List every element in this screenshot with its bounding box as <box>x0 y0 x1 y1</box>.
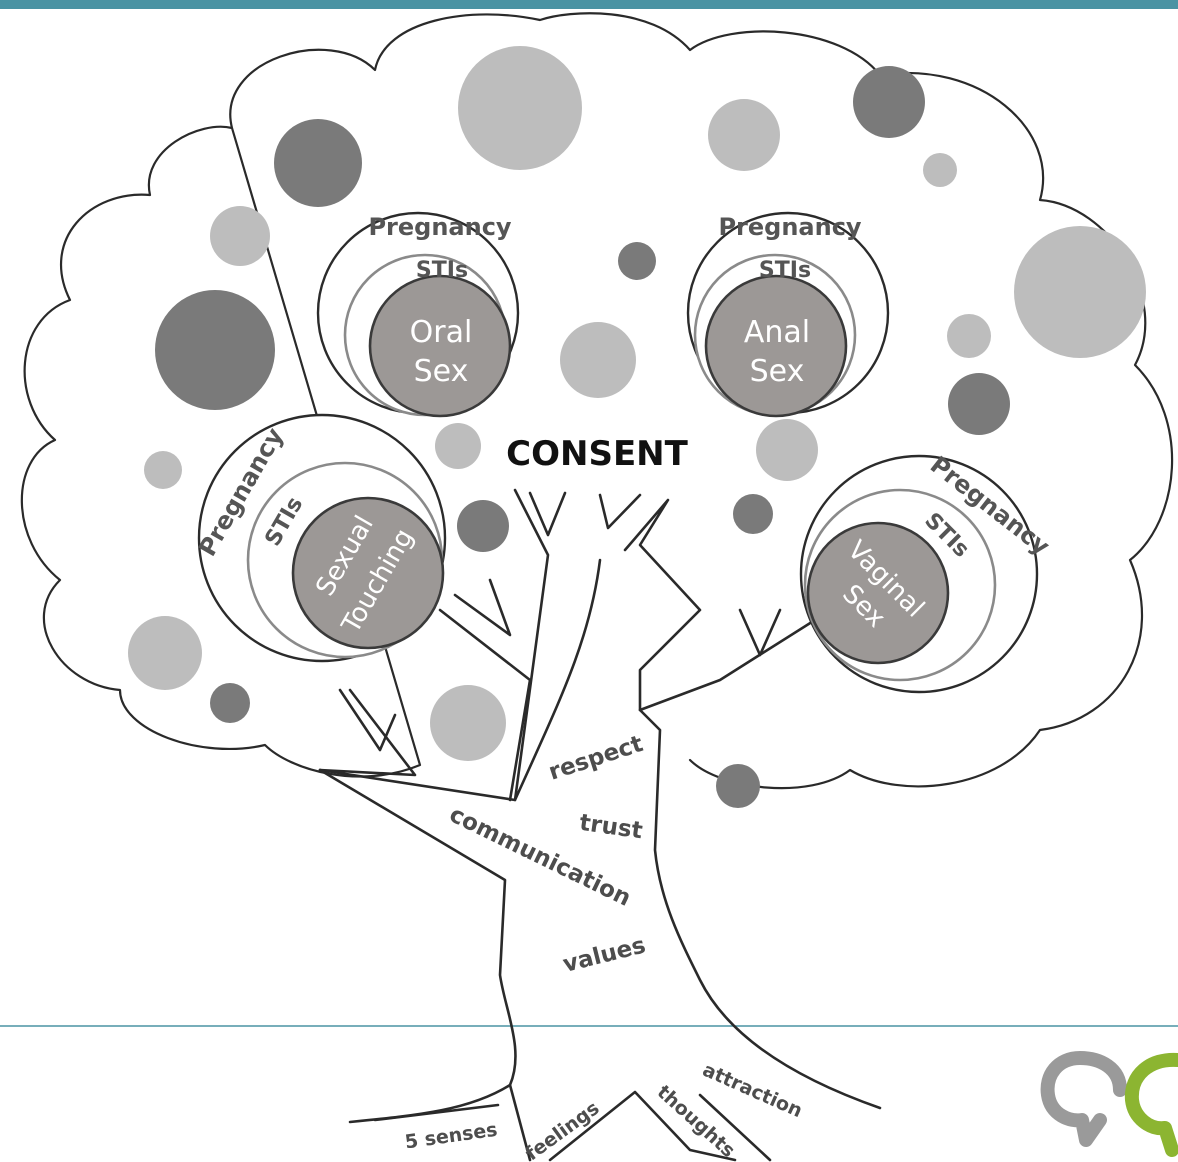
root-word-thoughts: thoughts <box>653 1081 740 1162</box>
root-center <box>548 1090 737 1162</box>
logo-green-bubble <box>1124 1052 1178 1157</box>
header-band <box>0 0 1178 9</box>
consent-label: CONSENT <box>506 434 688 474</box>
dot <box>430 685 506 761</box>
trunk-left-edge <box>318 488 550 802</box>
tree-trunk <box>318 488 882 1162</box>
branch-left-lower <box>318 688 417 777</box>
trunk-word-trust: trust <box>578 810 644 845</box>
branch-left-v <box>338 688 397 752</box>
cluster-core <box>368 274 512 418</box>
cluster-core <box>806 521 950 665</box>
trunk-right-lower <box>638 708 882 1110</box>
dot <box>210 683 250 723</box>
middle-label: STIs <box>416 258 468 283</box>
branch-right-v <box>738 608 782 657</box>
trunk-top-right-v <box>598 493 642 530</box>
trunk-word-values: values <box>560 932 648 978</box>
root-word-feelings: feelings <box>521 1097 603 1162</box>
dot <box>155 290 275 410</box>
cluster-anal-sex: Pregnancy STIs Anal Sex <box>686 211 890 418</box>
logo-grey-bubble <box>1040 1051 1127 1147</box>
dot <box>947 314 991 358</box>
core-label-line-2: Sex <box>414 354 469 389</box>
branch-left-mid <box>438 608 532 802</box>
trunk-center-line <box>513 558 602 802</box>
dot <box>560 322 636 398</box>
dot <box>733 494 773 534</box>
dot <box>457 500 509 552</box>
logo <box>1040 1051 1178 1157</box>
cluster-core <box>291 496 445 650</box>
dot <box>458 46 582 170</box>
dot <box>923 153 957 187</box>
cluster-oral-sex: Pregnancy STIs Oral Sex <box>316 211 520 418</box>
cluster-vaginal-sex: Pregnancy STIs Vaginal Sex <box>799 451 1055 694</box>
outer-label: Pregnancy <box>368 213 511 241</box>
core-label-line-1: Anal <box>744 315 810 350</box>
dot <box>210 206 270 266</box>
dot <box>128 616 202 690</box>
dot <box>716 764 760 808</box>
dot <box>756 419 818 481</box>
cluster-sexual-touching: Pregnancy STIs Sexual Touching <box>193 413 447 663</box>
canopy-dots <box>128 46 1146 808</box>
dot <box>708 99 780 171</box>
dot <box>144 451 182 489</box>
root-far-left <box>373 1103 500 1122</box>
core-label-line-1: Oral <box>410 315 473 350</box>
core-label-line-2: Sex <box>750 354 805 389</box>
dot <box>853 66 925 138</box>
root-word-5-senses: 5 senses <box>404 1119 499 1154</box>
middle-label: STIs <box>759 258 811 283</box>
root-left <box>508 1083 532 1162</box>
trunk-word-respect: respect <box>546 731 647 786</box>
branch-left-twig <box>453 578 512 637</box>
outer-label: Pregnancy <box>718 213 861 241</box>
dot <box>435 423 481 469</box>
dot <box>274 119 362 207</box>
tree-canopy-outline <box>20 12 1174 790</box>
dot <box>948 373 1010 435</box>
trunk-top-left-v <box>528 491 567 537</box>
dot <box>1014 226 1146 358</box>
dot <box>618 242 656 280</box>
cluster-core <box>704 274 848 418</box>
root-right <box>698 1093 772 1162</box>
trunk-right-edge <box>623 498 817 712</box>
